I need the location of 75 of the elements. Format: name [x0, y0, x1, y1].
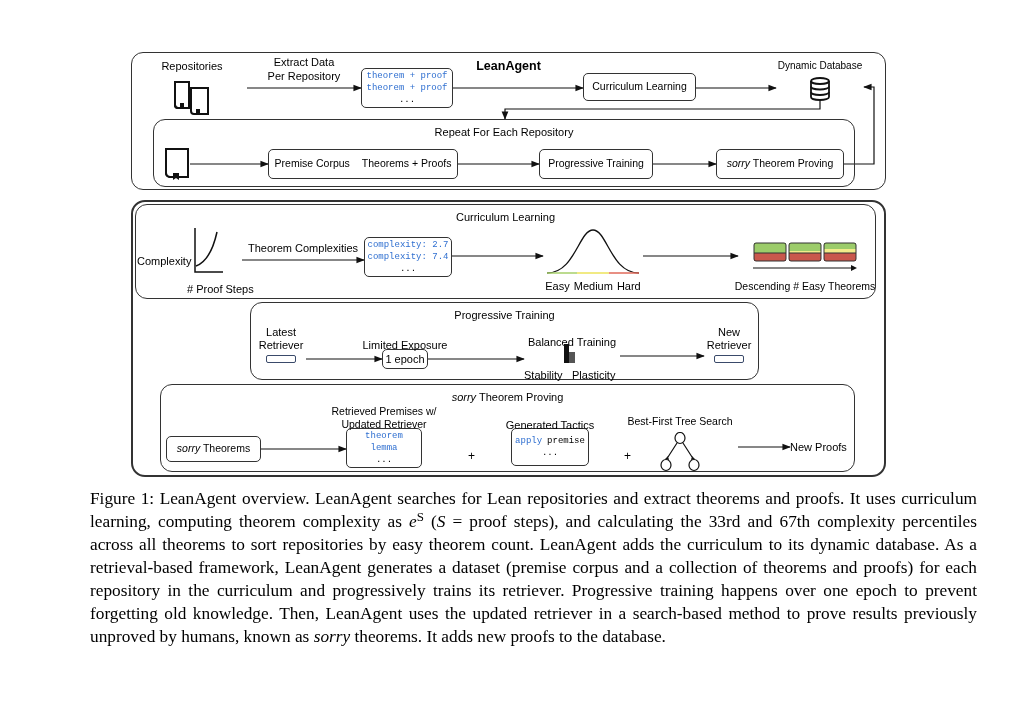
panel-title: Repeat For Each Repository	[434, 125, 574, 140]
section-panel	[153, 119, 855, 187]
box-label: 1 epoch	[385, 351, 425, 367]
arrow	[457, 160, 540, 168]
arrow	[695, 84, 777, 92]
box-label: Curriculum Learning	[592, 79, 687, 95]
box-label: sorry Theorems	[176, 441, 251, 457]
difficulty-label: Easy	[545, 279, 570, 294]
code-line: ...	[399, 263, 417, 275]
section-panel	[131, 52, 886, 190]
code-box	[361, 68, 453, 108]
code-box	[364, 237, 452, 277]
panel-title: LeanAgent	[476, 58, 541, 75]
box-label: Theorems + Proofs	[361, 156, 452, 172]
retriever-label: New Retriever	[705, 326, 753, 352]
arrow	[427, 355, 525, 363]
outer-panel	[131, 200, 886, 477]
axis-label: Complexity	[137, 255, 192, 267]
plus-sign: +	[468, 449, 475, 463]
axis-label: Descending # Easy Theorems	[734, 280, 876, 292]
code-line: ...	[398, 94, 416, 106]
database-label: Dynamic Database	[777, 59, 863, 73]
arrow	[305, 355, 383, 363]
axis-label: Stability	[524, 369, 563, 381]
code-line: ...	[375, 454, 393, 466]
arrow	[189, 160, 269, 168]
step-heading: Generated Tactics	[505, 419, 595, 431]
arrow	[642, 252, 739, 260]
axis-label: Plasticity	[572, 369, 616, 381]
arrow	[843, 83, 875, 165]
retriever-label: Latest Retriever	[257, 326, 305, 352]
step-heading: Balanced Training	[527, 336, 617, 348]
arrow	[260, 445, 347, 453]
code-line: complexity: 7.4	[367, 251, 449, 263]
box-label: Progressive Training	[548, 156, 644, 172]
code-line: complexity: 2.7	[367, 239, 449, 251]
difficulty-label: Hard	[616, 279, 641, 294]
panel-title: Progressive Training	[454, 308, 555, 323]
result-label: New Proofs	[790, 439, 847, 455]
book-icon	[164, 147, 190, 181]
edge-label: Theorem Complexities	[247, 241, 358, 255]
arrow	[652, 160, 717, 168]
process-box	[583, 73, 696, 101]
panel-title: sorry Theorem Proving	[451, 390, 564, 405]
step-heading: Limited Exposure	[362, 339, 448, 351]
code-line: theorem + proof	[366, 82, 448, 94]
code-line: lemma	[370, 442, 398, 454]
axis-label: # Proof Steps	[187, 283, 254, 295]
difficulty-label: Medium	[573, 279, 613, 294]
section-panel	[250, 302, 759, 380]
step-heading: Retrieved Premises w/ Updated Retriever	[331, 405, 437, 430]
box-label: Premise Corpus	[274, 156, 350, 172]
process-box	[539, 149, 653, 179]
arrow	[452, 84, 584, 92]
code-word: apply	[515, 435, 543, 447]
code-line: theorem	[365, 431, 403, 442]
code-word: premise	[547, 435, 585, 447]
source-label: Repositories	[161, 59, 223, 74]
step-heading: Best-First Tree Search	[627, 414, 733, 429]
arrow	[246, 84, 362, 92]
arrow	[501, 99, 821, 120]
process-box	[716, 149, 844, 179]
arrow	[451, 252, 544, 260]
panel-title: Curriculum Learning	[455, 210, 555, 225]
process-box	[166, 436, 261, 462]
box-label: sorry Theorem Proving	[726, 156, 834, 172]
arrow	[737, 443, 791, 451]
process-box	[268, 149, 458, 179]
arrow	[241, 256, 365, 264]
code-line: theorem + proof	[366, 70, 448, 82]
section-panel	[160, 384, 855, 472]
code-line: ...	[541, 447, 559, 459]
arrow	[619, 352, 705, 360]
plus-sign: +	[624, 449, 631, 463]
edge-label: Extract Data Per Repository	[265, 55, 343, 83]
